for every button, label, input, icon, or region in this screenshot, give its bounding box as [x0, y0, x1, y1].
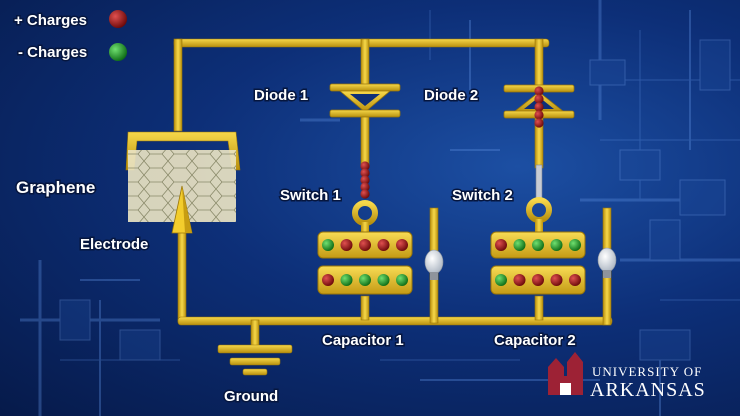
capacitor2-bottom-charges [495, 274, 581, 286]
capacitor2-bottom-connector [534, 295, 544, 321]
switch1-chain-charge [360, 161, 370, 171]
switch1-label: Switch 1 [280, 187, 341, 204]
switch1-chain-charge [360, 175, 370, 185]
board-chip [589, 59, 626, 86]
switch2-label: Switch 2 [452, 187, 513, 204]
diode1-label: Diode 1 [254, 87, 308, 104]
capacitor2-top-positive-charge [495, 239, 507, 251]
legend-negative-dot [109, 43, 127, 61]
diode2-chain-charge [534, 86, 544, 96]
ground-stem [250, 319, 260, 349]
diode2-chain-charge [534, 110, 544, 120]
left-top-wire [173, 38, 183, 132]
capacitor1-top-charges [322, 239, 408, 251]
diode2-charge-chain [534, 86, 544, 128]
board-chip [639, 329, 691, 361]
capacitor1-top-positive-charge [396, 239, 408, 251]
diode2-label: Diode 2 [424, 87, 478, 104]
board-chip [699, 39, 731, 91]
capacitor2-bottom-positive-charge [513, 274, 526, 286]
capacitor-1 [317, 231, 413, 295]
ground-symbol [217, 344, 293, 376]
capacitor2-bottom-positive-charge [550, 274, 563, 286]
capacitor2-bottom-negative-charge [495, 274, 507, 286]
board-chip [679, 179, 726, 216]
capacitor1-top-positive-charge [359, 239, 371, 251]
graphene-label: Graphene [16, 178, 95, 197]
capacitor2-bottom-positive-charge [532, 274, 544, 286]
capacitor1-top-positive-charge [377, 239, 390, 251]
diode2-stem-top [534, 38, 544, 88]
capacitor2-top-charges [495, 239, 581, 251]
board-chip [619, 149, 661, 181]
legend-negative-label: - Charges [18, 44, 87, 61]
electrode-cone [171, 185, 193, 234]
ground-label: Ground [224, 388, 278, 405]
logo-line1: UNIVERSITY OF [592, 364, 702, 379]
diode-1 [329, 83, 401, 118]
left-bottom-wire [177, 229, 187, 323]
circuit-board-background [20, 0, 740, 416]
capacitor2-bottom-positive-charge [569, 274, 581, 286]
capacitor2-top-negative-charge [513, 239, 526, 251]
diode2-chain-charge [534, 102, 544, 112]
board-chip [119, 329, 161, 361]
switch1-chain-charge [360, 189, 370, 199]
bottom-wire [177, 316, 613, 326]
legend-positive-label: + Charges [14, 12, 87, 29]
switch-1 [352, 200, 378, 234]
capacitor2-bulb-icon [597, 247, 617, 278]
capacitor2-top-negative-charge [550, 239, 563, 251]
electrode-label: Electrode [80, 236, 148, 253]
capacitor1-bottom-positive-charge [322, 274, 334, 286]
capacitor1-top-negative-charge [322, 239, 334, 251]
capacitor-2 [490, 231, 586, 295]
capacitor1-label: Capacitor 1 [322, 332, 404, 349]
logo-line2: ARKANSAS [590, 379, 706, 401]
capacitor1-bottom-connector [360, 295, 370, 321]
capacitor1-bottom-negative-charge [396, 274, 408, 286]
university-logo: UNIVERSITY OF ARKANSAS [548, 352, 706, 401]
board-chip [59, 299, 91, 341]
board-chip [649, 219, 681, 261]
capacitor2-top-negative-charge [532, 239, 544, 251]
capacitor1-bottom-negative-charge [377, 274, 390, 286]
capacitor1-top-positive-charge [340, 239, 353, 251]
capacitor2-top-negative-charge [569, 239, 581, 251]
capacitor1-bottom-negative-charge [359, 274, 371, 286]
switch-2 [526, 197, 552, 233]
legend-positive-dot [109, 10, 127, 28]
capacitor2-label: Capacitor 2 [494, 332, 576, 349]
diode1-stem-bottom [360, 111, 370, 167]
switch1-charge-chain [360, 161, 370, 199]
switch1-chain-charge [360, 182, 370, 192]
old-main-building-icon [548, 352, 583, 395]
switch1-chain-charge [360, 168, 370, 178]
capacitor1-bottom-negative-charge [340, 274, 353, 286]
capacitor1-bottom-charges [322, 274, 408, 286]
capacitor1-bulb-icon [424, 249, 444, 280]
diode1-stem-top [360, 38, 370, 86]
charge-legend: + Charges - Charges [13, 10, 127, 63]
diode2-chain-charge [534, 94, 544, 104]
diode2-chain-charge [534, 118, 544, 128]
